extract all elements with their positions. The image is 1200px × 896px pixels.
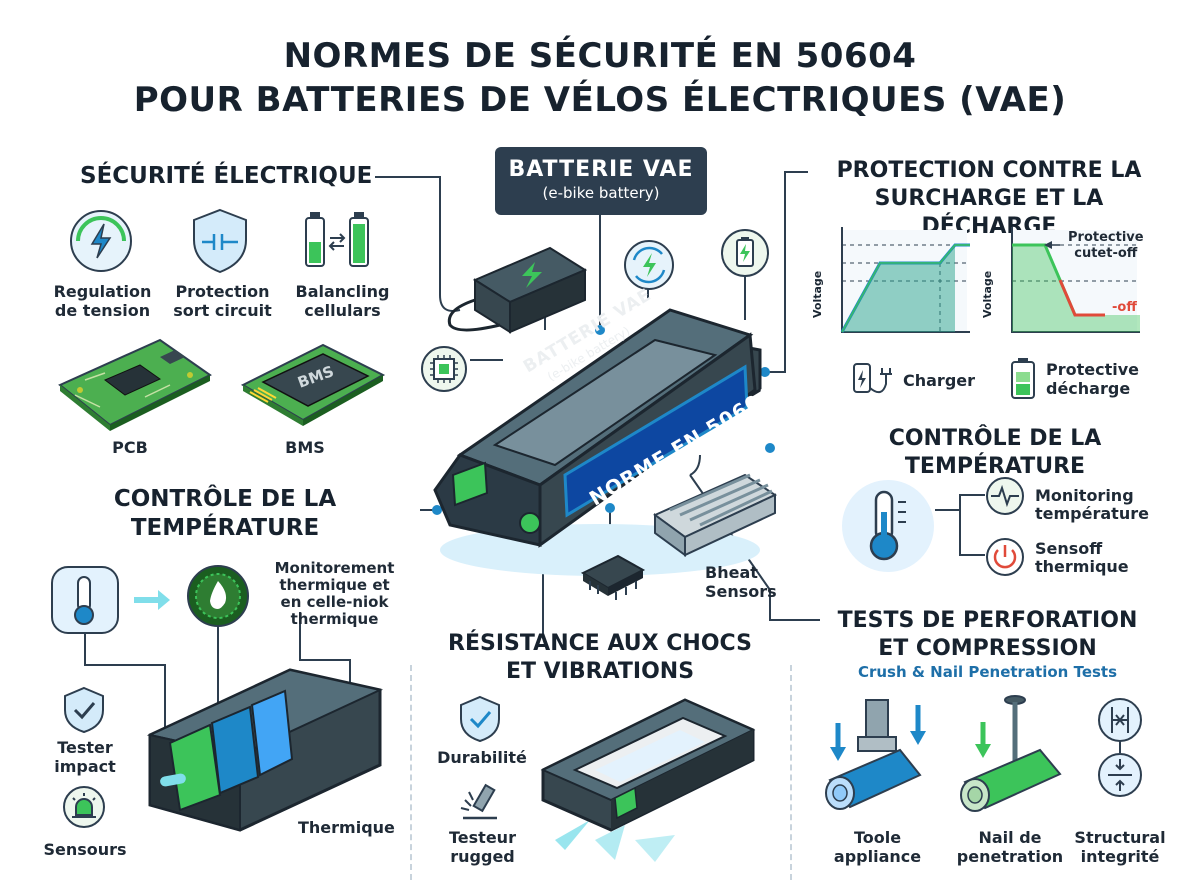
connector-heat	[689, 454, 701, 476]
protection-label: Protection sort circuit	[173, 282, 272, 320]
heat-sensors-label: Bheat Sensors	[705, 563, 777, 601]
sensors-label: Sensours	[43, 840, 127, 859]
cutoff-red-annotation: -off	[1112, 300, 1137, 315]
sensor-chip-icon	[580, 554, 646, 600]
power-icon	[986, 538, 1024, 576]
connector-thermo-left	[84, 610, 166, 740]
tool-appliance-label: Toole appliance	[833, 828, 922, 866]
shock-heading: RÉSISTANCE AUX CHOCS ET VIBRATIONS	[448, 631, 752, 684]
protective-discharge-label: Protective décharge	[1046, 360, 1140, 398]
temp-left-heading: CONTRÔLE DE LA TEMPÉRATURE	[113, 486, 337, 541]
page-title-line2: POUR BATTERIES DE VÉLOS ÉLECTRIQUES (VAE…	[133, 80, 1067, 120]
perforation-subtitle: Crush & Nail Penetration Tests	[857, 663, 1118, 681]
pcb-label: PCB	[112, 438, 148, 457]
heatsink-icon	[653, 473, 778, 557]
flame-gauge-icon	[187, 565, 249, 627]
rugged-label: Testeur rugged	[449, 828, 516, 866]
arrow-right-icon	[134, 590, 170, 610]
connector-temp-items	[935, 494, 985, 556]
charger-plug-icon	[853, 363, 892, 394]
impact-shield-icon	[64, 686, 104, 734]
regulation-label: Regulation de tension	[53, 282, 152, 320]
balancing-label: Balancling cellulars	[295, 282, 390, 320]
thermometer-large-icon	[842, 480, 934, 572]
structural-integrity-icons	[1098, 698, 1142, 797]
charger-brick	[447, 246, 588, 334]
center-badge: BATTERIE VAE (e-bike battery)	[495, 147, 707, 215]
connector-overcharge	[765, 171, 808, 373]
chip-icon	[421, 346, 467, 392]
tester-impact-label: Tester impact	[54, 738, 116, 776]
chart-left-ylabel: Voltage	[811, 270, 824, 318]
durability-label: Durabilité	[437, 748, 527, 767]
shock-tray-illustration	[540, 698, 756, 862]
heartbeat-icon	[986, 477, 1024, 515]
nail-test-icon	[960, 695, 1062, 812]
monitoring-temp-label: Monitoring température	[1035, 486, 1149, 523]
discharge-voltage-chart	[1011, 227, 1140, 333]
temp-right-heading: CONTRÔLE DE LA TEMPÉRATURE	[888, 426, 1102, 479]
sensoff-label: Sensoff thermique	[1035, 539, 1129, 576]
protective-cutoff-annotation: Protective cutet-off	[1068, 230, 1144, 261]
charge-voltage-chart	[840, 227, 970, 333]
monitor-thermal-label: Monitorement thermique et en celle-niok …	[274, 559, 395, 628]
battery-charge-icon	[721, 229, 769, 277]
divider-left	[410, 665, 412, 880]
divider-right	[790, 665, 792, 880]
center-badge-title: BATTERIE VAE	[508, 157, 694, 182]
thermique-label: Thermique	[298, 818, 395, 837]
charger-label: Charger	[903, 371, 976, 390]
chart-right-ylabel: Voltage	[981, 270, 994, 318]
electrical-heading: SÉCURITÉ ÉLECTRIQUE	[80, 163, 373, 189]
perforation-heading: TESTS DE PERFORATION ET COMPRESSION	[837, 608, 1138, 661]
battery-level-icon	[1011, 358, 1035, 399]
pcb-board-icon	[58, 338, 212, 431]
structural-integrity-label: Structural integrité	[1074, 828, 1166, 866]
crush-test-icon	[825, 699, 926, 810]
bms-label: BMS	[285, 438, 325, 457]
bolt-gauge-icon	[70, 210, 132, 272]
rugged-hammer-icon	[460, 783, 497, 820]
nail-penetration-label: Nail de penetration	[956, 828, 1064, 866]
bms-module-icon: BMS	[240, 343, 386, 426]
battery-pack-cells	[146, 668, 384, 832]
shield-circuit-icon	[193, 208, 247, 274]
cycle-bolt-icon	[624, 240, 674, 290]
ebike-battery	[433, 308, 762, 576]
page-title-line1: NORMES DE SÉCURITÉ EN 50604	[283, 36, 917, 76]
center-badge-subtitle: (e-bike battery)	[542, 184, 660, 202]
alarm-sensor-icon	[63, 786, 105, 828]
thermometer-small-icon	[51, 566, 119, 634]
battery-balance-icon	[305, 212, 369, 267]
durability-shield-icon	[460, 695, 500, 743]
